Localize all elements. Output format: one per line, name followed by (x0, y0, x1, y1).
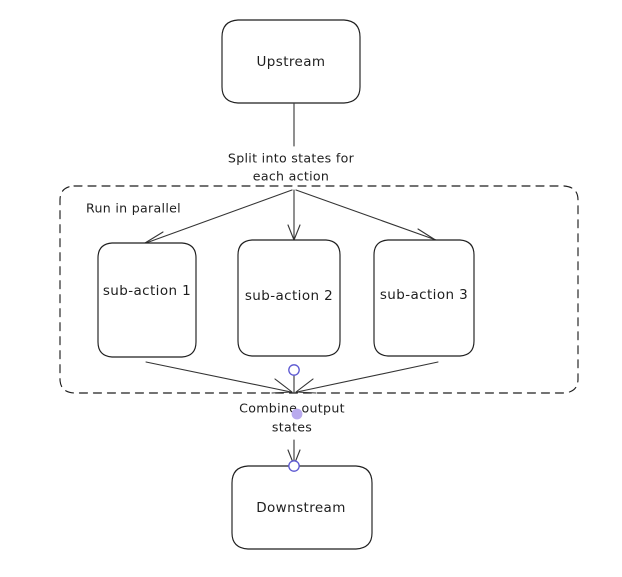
node-sub-action-1-shape (97, 242, 197, 358)
node-sub-action-2[interactable]: sub-action 2 (237, 239, 341, 357)
node-downstream-label: Downstream (256, 500, 346, 516)
node-upstream-shape (221, 19, 361, 104)
edge-label-split-line2: each action (253, 169, 329, 184)
group-run-in-parallel[interactable]: Run in parallel (59, 185, 579, 394)
edge-label-combine-line2: states (272, 420, 312, 435)
edge-split-to-sub-action-1[interactable] (144, 189, 293, 247)
node-downstream[interactable]: Downstream (231, 465, 373, 550)
node-sub-action-2-label: sub-action 2 (245, 288, 333, 304)
edge-sub-action-3-to-combine[interactable] (295, 361, 439, 394)
edge-sub1-combine-arrowhead (271, 378, 293, 394)
connection-anchor-ring-downstream[interactable] (288, 460, 300, 472)
node-sub-action-3[interactable]: sub-action 3 (373, 239, 475, 357)
edge-sub1-combine-line (145, 361, 292, 393)
edge-split-sub3-line (295, 189, 437, 241)
edge-label-split-line1: Split into states for (228, 151, 355, 166)
node-downstream-shape (231, 465, 373, 550)
node-sub-action-3-label: sub-action 3 (380, 287, 468, 303)
edge-sub3-combine-arrowhead (295, 378, 317, 394)
edge-label-combine: Combine output states (239, 401, 345, 435)
group-label-run-in-parallel: Run in parallel (86, 201, 181, 216)
edge-sub3-combine-line (296, 361, 439, 393)
edge-split-to-sub-action-2[interactable] (287, 189, 301, 241)
edge-split-to-sub-action-3[interactable] (295, 189, 438, 244)
node-sub-action-1[interactable]: sub-action 1 (97, 242, 197, 358)
node-sub-action-3-shape (373, 239, 475, 357)
edge-split-sub1-line (145, 189, 293, 244)
edge-label-split: Split into states for each action (228, 151, 355, 184)
node-upstream[interactable]: Upstream (221, 19, 361, 104)
drag-handle-dot[interactable] (291, 408, 303, 420)
edge-label-combine-line1: Combine output (239, 401, 345, 416)
edge-sub-action-1-to-combine[interactable] (145, 361, 293, 394)
group-border-dashed (59, 185, 579, 394)
node-sub-action-1-label: sub-action 1 (103, 283, 191, 299)
node-upstream-label: Upstream (257, 54, 326, 70)
connection-anchor-ring-combine[interactable] (288, 364, 300, 376)
node-sub-action-2-shape (237, 239, 341, 357)
